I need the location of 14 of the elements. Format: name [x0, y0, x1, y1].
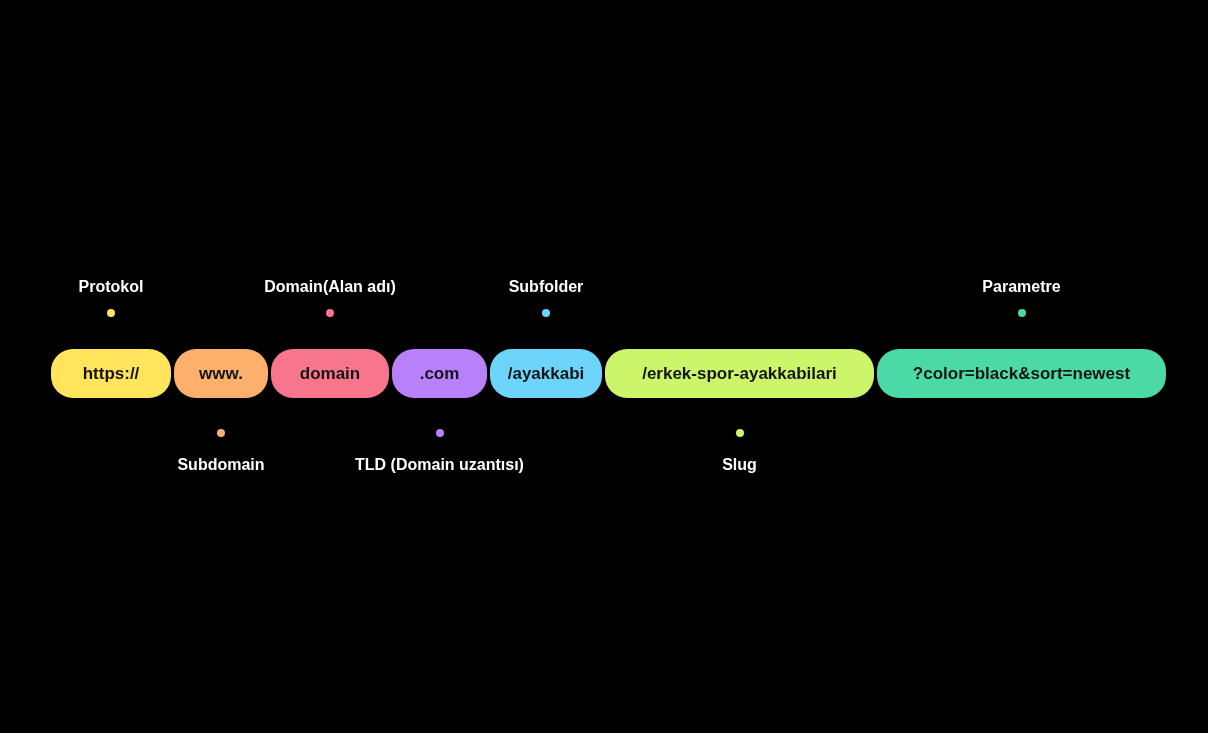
url-segment-pill: https://: [51, 349, 171, 398]
url-segment-pill: /ayakkabi: [490, 349, 602, 398]
segment-label: Domain(Alan adı): [264, 277, 396, 297]
url-segment-pill: .com: [392, 349, 487, 398]
segment-label: Protokol: [78, 277, 144, 297]
url-segment-pill: ?color=black&sort=newest: [877, 349, 1166, 398]
segment-label: Subdomain: [177, 455, 265, 475]
url-segment-pill: domain: [271, 349, 389, 398]
url-segment-pill: /erkek-spor-ayakkabilari: [605, 349, 874, 398]
url-segment-pill: www.: [174, 349, 268, 398]
segment-label: Parametre: [982, 277, 1061, 297]
segment-label: TLD (Domain uzantısı): [355, 455, 524, 475]
segment-label: Slug: [722, 455, 757, 475]
segment-label: Subfolder: [508, 277, 584, 297]
